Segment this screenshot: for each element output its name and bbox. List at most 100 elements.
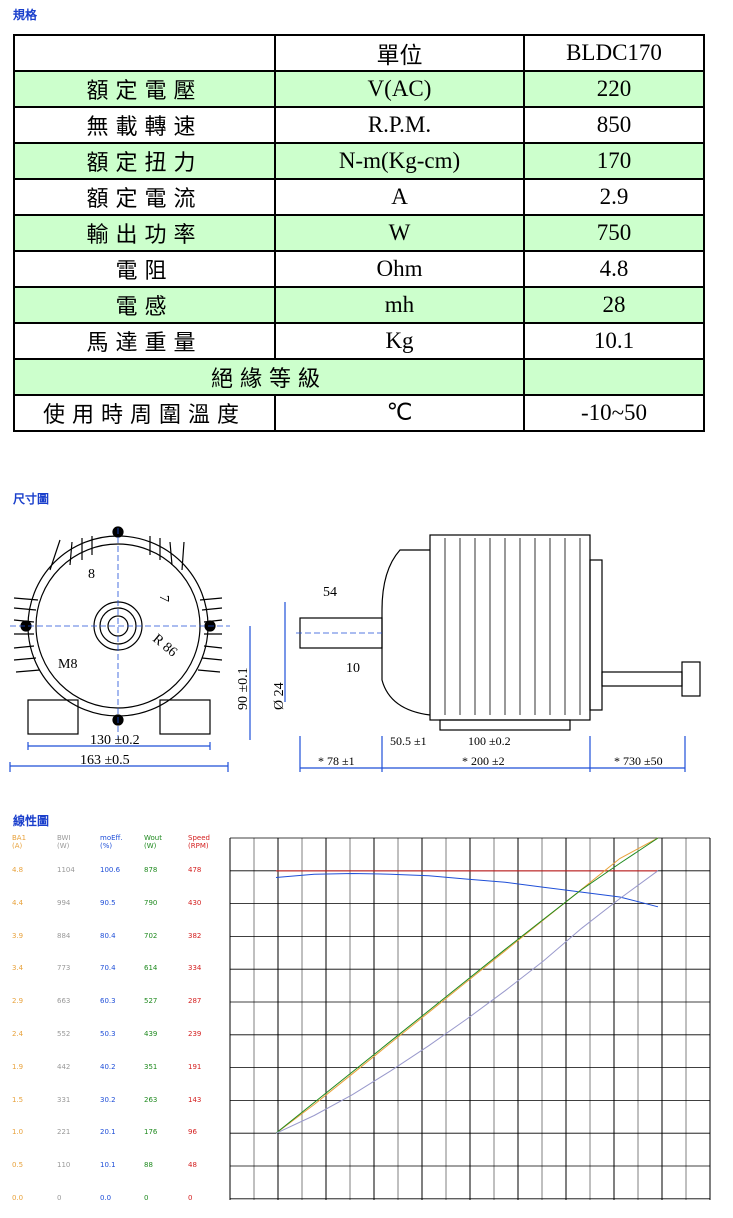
tick-label: 90.5: [100, 898, 116, 907]
axis-header-unit: (RPM): [188, 842, 209, 850]
tick-label: 1.5: [12, 1095, 24, 1104]
curve-section-title: 線性圖: [13, 814, 50, 828]
spec-name-cell: 電阻: [13, 250, 276, 288]
axis-header-name: moEff.: [100, 834, 123, 842]
spec-value-cell: -10~50: [523, 394, 705, 432]
dim-90: 90 ±0.1: [236, 667, 251, 710]
tick-label: 221: [57, 1128, 71, 1137]
tick-label: 1.0: [12, 1128, 24, 1137]
tick-label: 4.4: [12, 898, 24, 907]
tick-label: 790: [144, 898, 158, 907]
tick-label: 239: [188, 1030, 202, 1038]
series-line: [275, 870, 659, 1134]
dimension-drawing: 8 7 M8 R 86 90 ±0.1 130 ±0.2 163 ±0.5 54…: [0, 510, 733, 780]
tick-label: 20.1: [100, 1128, 116, 1137]
tick-label: 0.0: [100, 1194, 112, 1202]
tick-label: 0.5: [12, 1161, 24, 1170]
axis-header-unit: (W): [144, 842, 157, 850]
spec-header-cell: BLDC170: [523, 34, 705, 72]
axis-header-unit: (W): [57, 842, 70, 850]
dim-m8: M8: [58, 657, 77, 672]
tick-label: 191: [188, 1062, 202, 1071]
tick-label: 2.9: [12, 997, 24, 1006]
spec-name-cell: 額定電流: [13, 178, 276, 216]
tick-label: 614: [144, 964, 158, 973]
spec-value-cell: 170: [523, 142, 705, 180]
tick-label: 884: [57, 931, 71, 940]
tick-label: 430: [188, 898, 202, 907]
spec-header-cell: [13, 34, 276, 72]
spec-value-cell: 220: [523, 70, 705, 108]
dim-r86: R 86: [149, 632, 179, 661]
spec-value-cell: 850: [523, 106, 705, 144]
dim-505: 50.5 ±1: [390, 734, 427, 748]
axis-header: Speed(RPM): [188, 834, 210, 850]
spec-name-cell: 電感: [13, 286, 276, 324]
series-line: [275, 872, 659, 908]
spec-name-cell: 使用時周圍溫度: [13, 394, 276, 432]
axis-header-unit: (A): [12, 842, 23, 850]
spec-name-cell: 馬達重量: [13, 322, 276, 360]
tick-label: 442: [57, 1062, 71, 1071]
tick-label: 88: [144, 1161, 153, 1170]
tick-label: 4.8: [12, 866, 24, 874]
tick-label: 70.4: [100, 964, 116, 973]
spec-value-cell: 4.8: [523, 250, 705, 288]
tick-label: 439: [144, 1030, 158, 1038]
spec-unit-cell: V(AC): [274, 70, 525, 108]
tick-label: 0: [144, 1194, 149, 1202]
tick-label: 994: [57, 898, 71, 907]
axis-header-unit: (%): [100, 842, 113, 850]
dim-100: 100 ±0.2: [468, 734, 511, 748]
spec-name-cell: 絕緣等級: [13, 358, 525, 396]
spec-value-cell: 750: [523, 214, 705, 252]
axis-header-name: Speed: [188, 834, 210, 842]
spec-unit-cell: Ohm: [274, 250, 525, 288]
tick-label: 100.6: [100, 866, 121, 874]
axis-header: moEff.(%): [100, 834, 123, 850]
dim-730: * 730 ±50: [614, 754, 663, 768]
axis-header: BA1(A): [12, 834, 26, 850]
dim-8: 8: [88, 567, 95, 582]
tick-label: 878: [144, 866, 158, 874]
tick-label: 60.3: [100, 997, 116, 1006]
spec-unit-cell: A: [274, 178, 525, 216]
series-line: [275, 837, 659, 1134]
tick-label: 3.9: [12, 931, 24, 940]
dim-130: 130 ±0.2: [90, 733, 140, 748]
spec-value-cell: 10.1: [523, 322, 705, 360]
tick-label: 334: [188, 964, 202, 973]
axis-header: Wout(W): [144, 834, 162, 850]
tick-label: 331: [57, 1095, 71, 1104]
tick-label: 48: [188, 1161, 197, 1170]
tick-label: 0: [57, 1194, 62, 1202]
tick-label: 1.9: [12, 1062, 24, 1071]
axis-header-name: BWI: [57, 834, 71, 842]
tick-label: 351: [144, 1062, 158, 1071]
side-view: [284, 534, 701, 772]
tick-label: 663: [57, 997, 71, 1006]
tick-label: 702: [144, 931, 158, 940]
series-line: [275, 837, 659, 1134]
spec-value-cell: [523, 358, 705, 396]
spec-row: 使用時周圍溫度℃-10~50: [13, 394, 705, 432]
tick-label: 40.2: [100, 1062, 116, 1071]
tick-label: 382: [188, 931, 202, 940]
axis-header-name: BA1: [12, 834, 27, 842]
tick-label: 0.0: [12, 1194, 24, 1202]
spec-unit-cell: R.P.M.: [274, 106, 525, 144]
axis-header-name: Wout: [144, 834, 162, 842]
dim-7: 7: [156, 595, 171, 602]
spec-name-cell: 額定扭力: [13, 142, 276, 180]
spec-name-cell: 無載轉速: [13, 106, 276, 144]
tick-label: 3.4: [12, 964, 24, 973]
spec-row: 絕緣等級: [13, 358, 705, 396]
dim-54: 54: [323, 585, 337, 600]
